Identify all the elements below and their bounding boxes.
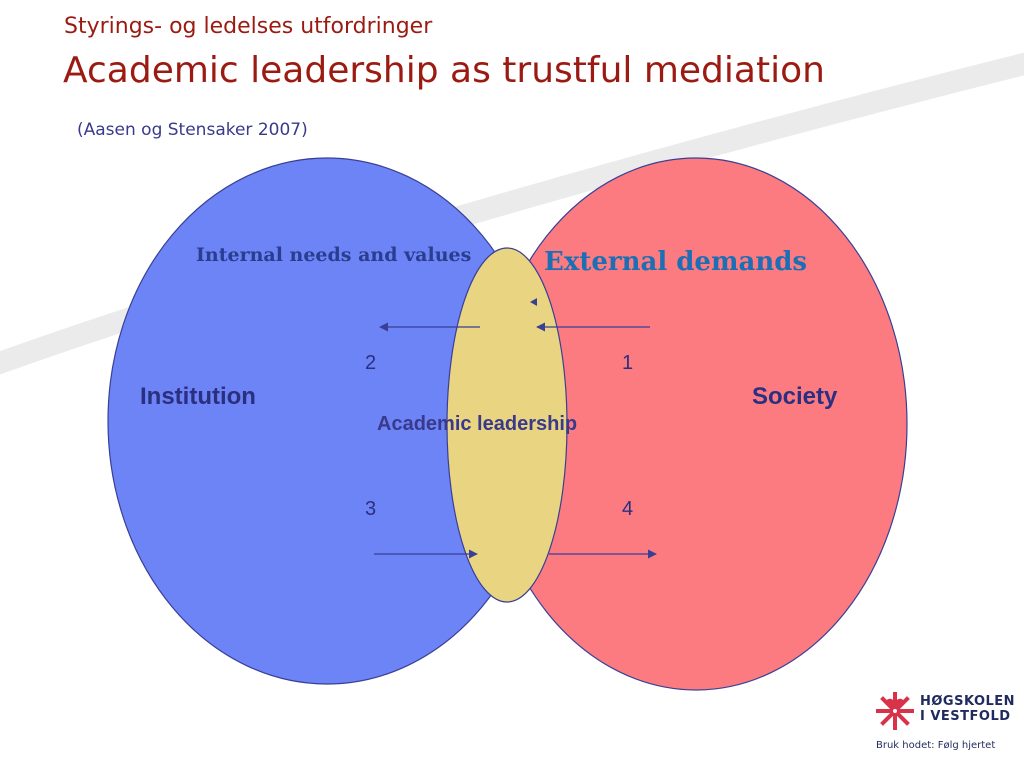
institution-label: Institution (140, 383, 256, 410)
academic-leadership-ellipse (446, 247, 568, 603)
arrow-label-4: 4 (622, 498, 634, 520)
snowflake-heart-icon (876, 692, 914, 730)
society-label: Society (752, 383, 838, 410)
logo-slogan: Bruk hodet: Følg hjertet (876, 740, 996, 751)
logo-name: HØGSKOLEN I VESTFOLD (920, 694, 1015, 724)
hogskolen-logo: HØGSKOLEN I VESTFOLD Bruk hodet: Følg hj… (872, 688, 1015, 758)
logo-name-line1: HØGSKOLEN (920, 694, 1016, 709)
logo-name-line2: I VESTFOLD (920, 709, 1011, 724)
slide-kicker: Styrings- og ledelses utfordringer (64, 14, 433, 39)
citation: (Aasen og Stensaker 2007) (77, 120, 308, 140)
arrow-label-3: 3 (365, 498, 377, 520)
small-arrowhead (530, 298, 537, 306)
internal-needs-label: Internal needs and values (196, 244, 472, 266)
arrow-label-1: 1 (622, 352, 634, 374)
arrow-label-2: 2 (365, 352, 377, 374)
external-demands-label: External demands (544, 247, 808, 277)
academic-leadership-label: Academic leadership (377, 413, 578, 435)
slide-title: Academic leadership as trustful mediatio… (63, 50, 825, 91)
